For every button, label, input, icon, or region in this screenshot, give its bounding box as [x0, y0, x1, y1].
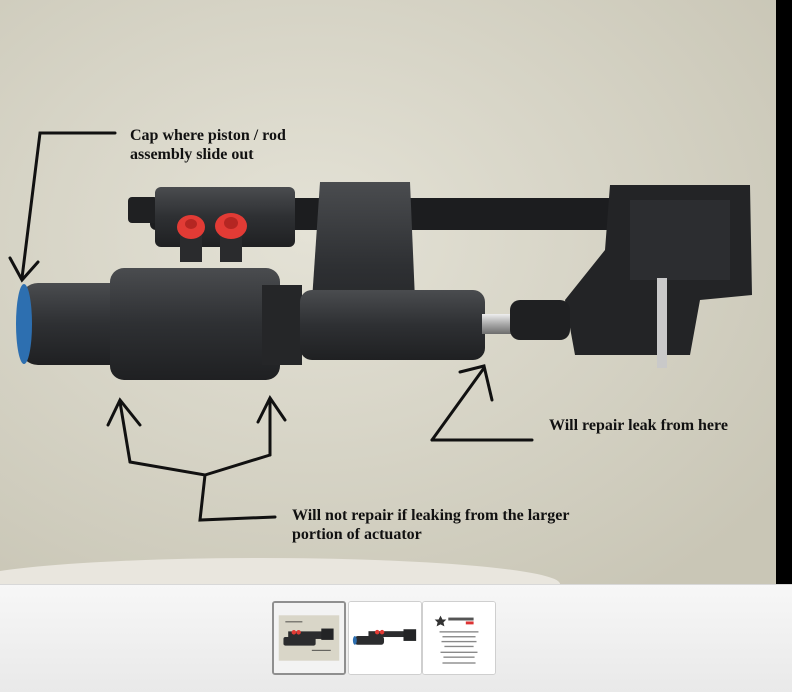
- cap-annotation-line-1: Cap where piston / rod: [130, 127, 286, 144]
- no-repair-annotation-line-1: Will not repair if leaking from the larg…: [292, 507, 570, 524]
- thumb-product-photo[interactable]: [348, 601, 422, 675]
- thumb-info-sheet[interactable]: [422, 601, 496, 675]
- thumbnail-strip: [0, 584, 792, 692]
- main-product-photo: [0, 0, 776, 584]
- no-repair-annotation: Will not repair if leaking from the larg…: [292, 506, 569, 544]
- thumb-annotated-photo[interactable]: [272, 601, 346, 675]
- no-repair-annotation-line-2: portion of actuator: [292, 526, 422, 543]
- thumb-annotated-photo-image: [274, 603, 344, 673]
- thumb-product-photo-image: [349, 602, 421, 674]
- cap-annotation-line-2: assembly slide out: [130, 146, 254, 163]
- repair-annotation: Will repair leak from here: [549, 417, 728, 434]
- cap-annotation: Cap where piston / rod assembly slide ou…: [130, 126, 286, 164]
- thumb-info-sheet-image: [423, 602, 495, 674]
- image-viewer: Cap where piston / rod assembly slide ou…: [0, 0, 792, 584]
